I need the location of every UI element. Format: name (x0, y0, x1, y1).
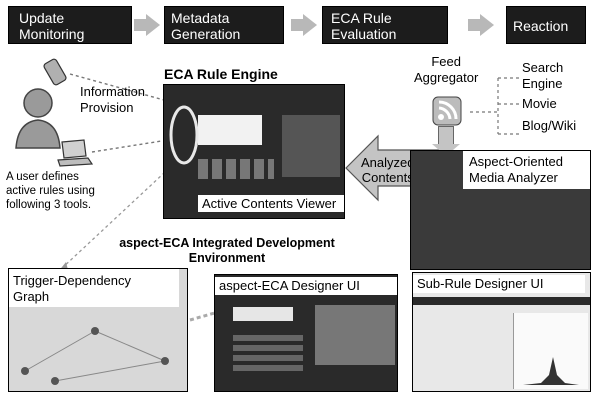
ide-line1: aspect-ECA Integrated Development (119, 236, 335, 250)
viewer-oval (169, 105, 199, 165)
step-update-line2: Monitoring (19, 26, 85, 42)
trigger-line2: Graph (13, 289, 50, 304)
source-movie: Movie (522, 96, 557, 111)
step-metadata-line1: Metadata (171, 10, 230, 26)
subrule-bar (413, 297, 590, 305)
sub-rule-designer-screen: Sub-Rule Designer UI (412, 272, 591, 392)
designer-grid (233, 331, 303, 371)
media-analyzer-screen: Aspect-Oriented Media Analyzer (410, 150, 591, 270)
user-line2: active rules using (6, 185, 95, 197)
analyzer-line1: Aspect-Oriented (469, 154, 563, 169)
info-line2: Provision (80, 100, 134, 115)
phone-icon (43, 58, 67, 86)
ide-line2: Environment (188, 251, 266, 265)
pipeline-arrow-2 (291, 14, 317, 36)
designer-label: aspect-ECA Designer UI (215, 277, 397, 295)
analyzed-line2: Contents (361, 170, 414, 185)
step-eca-line1: ECA Rule (331, 10, 392, 26)
source-search-2: Engine (522, 76, 563, 91)
viewer-video (282, 115, 340, 177)
trigger-label-bg (9, 269, 179, 307)
info-line1: Information (80, 84, 146, 99)
source-search-1: Search (522, 60, 564, 75)
viewer-panel (198, 115, 262, 145)
aspect-eca-designer-screen: aspect-ECA Designer UI (214, 274, 398, 392)
feed-line1: Feed (431, 54, 461, 69)
analyzed-line1: Analyzed (361, 155, 415, 170)
step-metadata-generation: Metadata Generation (164, 6, 284, 44)
rss-icon (432, 96, 462, 126)
step-metadata-line2: Generation (171, 26, 241, 42)
step-reaction: Reaction (506, 6, 586, 44)
trigger-dependency-screen: Trigger-Dependency Graph (8, 268, 188, 392)
step-eca-evaluation: ECA Rule Evaluation (322, 6, 448, 44)
user-description: A user defines active rules using follow… (6, 170, 95, 212)
step-update-monitoring: Update Monitoring (8, 6, 132, 44)
analyzer-line2: Media Analyzer (469, 170, 558, 185)
laptop-icon (57, 139, 94, 167)
feed-line2: Aggregator (414, 70, 479, 85)
user-line3: following 3 tools. (6, 199, 92, 211)
trigger-label: Trigger-Dependency Graph (13, 273, 131, 305)
ide-title: aspect-ECA Integrated Development Enviro… (82, 236, 372, 266)
active-contents-viewer-screen: Active Contents Viewer (163, 84, 345, 219)
step-update-line1: Update (19, 10, 65, 26)
analyzer-label: Aspect-Oriented Media Analyzer (469, 154, 563, 186)
subrule-histogram (523, 357, 579, 385)
engine-title: ECA Rule Engine (164, 66, 278, 82)
viewer-label: Active Contents Viewer (198, 195, 344, 212)
source-blog: Blog/Wiki (522, 118, 577, 133)
pipeline-arrow-1 (134, 14, 160, 36)
trigger-graph (21, 327, 169, 385)
user-icon (15, 88, 61, 149)
info-provision-label: Information Provision (80, 84, 145, 116)
analyzer-label-bg (463, 151, 590, 189)
designer-panel (233, 307, 293, 321)
feed-sources: Search Engine Movie Blog/Wiki (522, 60, 576, 134)
viewer-thumbs (198, 159, 274, 179)
analyzed-label: Analyzed Contents (361, 155, 414, 185)
pipeline-arrow-3 (468, 14, 494, 36)
trigger-line1: Trigger-Dependency (13, 273, 132, 288)
feed-down-arrow (438, 126, 454, 145)
user-line1: A user defines (6, 171, 79, 183)
step-reaction-label: Reaction (513, 18, 569, 34)
feed-aggregator-label: Feed Aggregator (414, 54, 478, 86)
step-eca-line2: Evaluation (331, 26, 397, 42)
subrule-label: Sub-Rule Designer UI (413, 275, 585, 293)
designer-photo (315, 305, 395, 365)
